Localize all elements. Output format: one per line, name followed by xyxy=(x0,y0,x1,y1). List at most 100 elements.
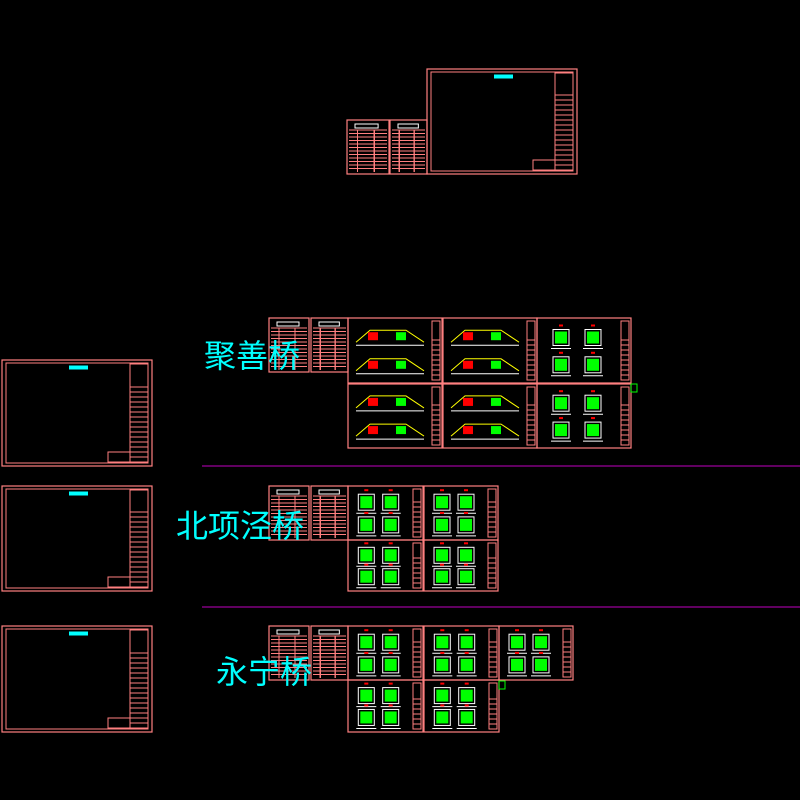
detail-tag xyxy=(464,651,469,654)
detail-section-fill xyxy=(436,496,448,509)
bridge-pier-section xyxy=(491,332,501,341)
detail-section-outline xyxy=(457,568,475,586)
detail-tag xyxy=(464,629,469,632)
detail-section-outline xyxy=(433,516,451,534)
detail-tag xyxy=(559,324,563,327)
detail-section-fill xyxy=(384,689,397,702)
title-block xyxy=(412,542,422,589)
detail-section-outline xyxy=(357,656,375,674)
detail-section-outline xyxy=(433,708,451,726)
sheet-outer-border xyxy=(1,625,153,733)
detail-section-fill xyxy=(384,570,397,583)
bridge-pier-section xyxy=(368,426,378,435)
detail-section-outline xyxy=(457,493,475,511)
bridge-profile-line xyxy=(355,358,425,372)
yong-ning-sheet-3 xyxy=(498,625,574,681)
detail-section-fill xyxy=(436,689,449,702)
blank-sheet-bei-xiang-jing xyxy=(1,485,153,592)
detail-tag xyxy=(388,511,393,514)
detail-tag xyxy=(388,682,393,685)
bridge-pier-section xyxy=(463,426,473,435)
bridge-profile-line xyxy=(450,395,520,409)
detail-section-fill xyxy=(436,711,449,724)
detail-tag xyxy=(440,651,445,654)
detail-section-fill xyxy=(360,711,373,724)
detail-section-outline xyxy=(382,708,400,726)
detail-tag xyxy=(464,542,468,545)
title-block xyxy=(129,363,149,463)
detail-tag xyxy=(364,563,369,566)
detail-section-outline xyxy=(552,356,570,374)
label-bei-xiang-jing-bridge: 北项泾桥 xyxy=(176,507,305,545)
detail-section-fill xyxy=(384,496,397,509)
sheet-title-mark xyxy=(69,365,88,370)
detail-section-fill xyxy=(384,658,397,671)
detail-tag xyxy=(440,704,445,707)
detail-section-outline xyxy=(584,394,602,412)
detail-section-outline xyxy=(532,656,550,674)
detail-section-fill xyxy=(535,636,547,649)
bei-xiang-jing-sheet-1 xyxy=(347,485,424,541)
detail-tag xyxy=(591,390,595,393)
cover-index-table-1 xyxy=(346,119,390,175)
table-title xyxy=(318,321,340,327)
bei-xiang-jing-table-2 xyxy=(310,485,349,541)
yong-ning-table-1 xyxy=(268,625,310,681)
detail-tag xyxy=(515,651,519,654)
detail-tag xyxy=(388,629,393,632)
detail-tag xyxy=(440,629,445,632)
bridge-pier-section xyxy=(368,332,378,341)
detail-section-outline xyxy=(357,493,375,511)
bridge-pier-section xyxy=(368,397,378,406)
table-sheet-border xyxy=(346,119,390,175)
detail-tag xyxy=(539,651,543,654)
detail-tag xyxy=(591,324,595,327)
detail-section-outline xyxy=(382,546,400,564)
bridge-pier-section xyxy=(491,426,501,435)
bridge-profile-line xyxy=(355,423,425,437)
detail-section-fill xyxy=(436,549,448,562)
detail-section-fill xyxy=(360,518,373,531)
detail-section-fill xyxy=(587,358,599,371)
detail-tag xyxy=(464,704,469,707)
detail-tag xyxy=(388,542,393,545)
detail-section-fill xyxy=(587,424,599,437)
detail-tag xyxy=(364,489,369,492)
ju-shan-sheet-6 xyxy=(536,383,632,449)
detail-tag xyxy=(515,629,519,632)
detail-tag xyxy=(364,511,369,514)
detail-section-fill xyxy=(555,397,567,410)
detail-section-outline xyxy=(458,687,476,705)
detail-sheet-border xyxy=(536,317,632,384)
bridge-pier-section xyxy=(396,332,406,341)
title-block xyxy=(488,682,498,730)
detail-section-outline xyxy=(433,656,451,674)
detail-tag xyxy=(440,542,444,545)
title-block xyxy=(562,628,572,678)
detail-section-fill xyxy=(384,711,397,724)
detail-sheet-border xyxy=(347,383,443,449)
detail-sheet-border xyxy=(347,317,443,384)
title-block xyxy=(487,542,497,589)
detail-section-fill xyxy=(587,331,599,344)
blank-sheet-yong-ning xyxy=(1,625,153,733)
bridge-pier-section xyxy=(368,360,378,369)
detail-section-fill xyxy=(360,570,373,583)
yong-ning-sheet-1 xyxy=(347,625,424,681)
detail-section-outline xyxy=(584,421,602,439)
detail-tag xyxy=(539,629,543,632)
bridge-profile-line xyxy=(355,395,425,409)
title-block xyxy=(620,386,630,446)
sheet-outer-border xyxy=(1,485,153,592)
detail-tag xyxy=(364,629,369,632)
detail-section-fill xyxy=(436,636,449,649)
ju-shan-stray-mark xyxy=(630,383,638,393)
title-block xyxy=(488,628,498,678)
title-block xyxy=(431,386,441,446)
title-block xyxy=(526,386,536,446)
detail-section-outline xyxy=(382,516,400,534)
detail-section-outline xyxy=(552,394,570,412)
detail-tag xyxy=(591,351,595,354)
detail-section-fill xyxy=(460,496,472,509)
ju-shan-sheet-4 xyxy=(347,383,443,449)
